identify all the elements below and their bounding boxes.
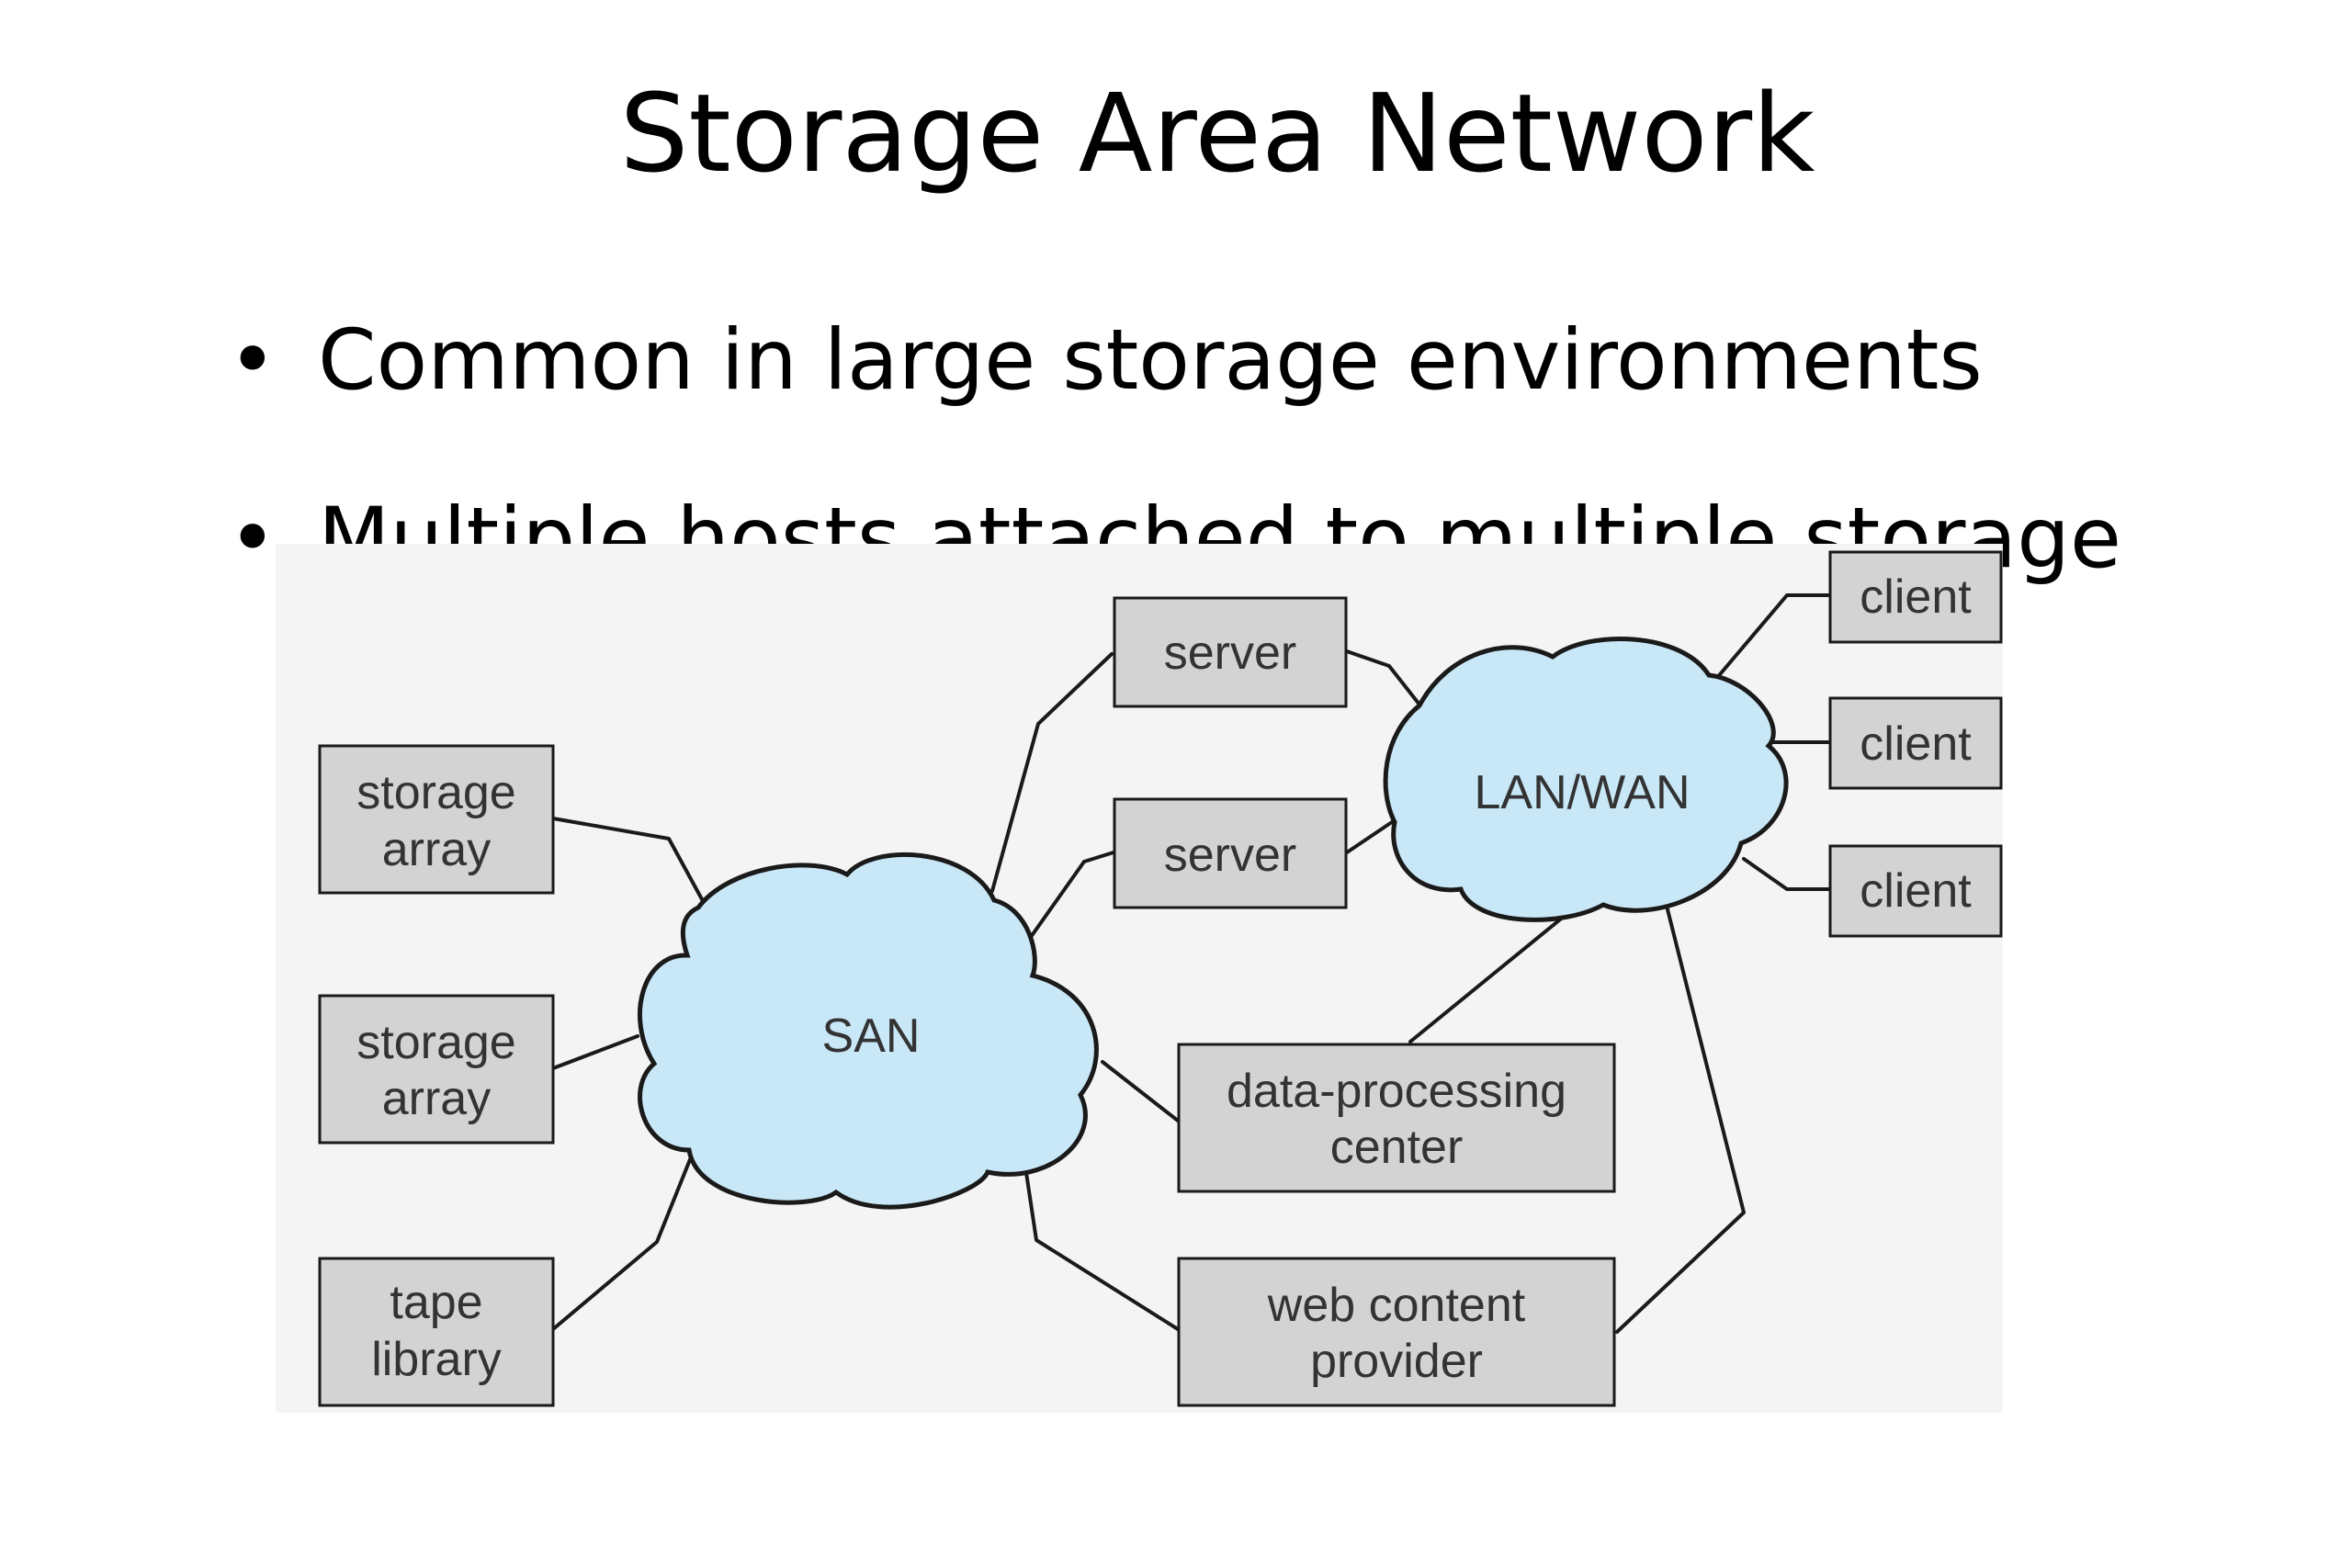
node-label-line: library xyxy=(371,1333,502,1386)
node-label-line: center xyxy=(1330,1121,1464,1174)
node-label: client xyxy=(1860,717,1972,771)
data-processing-center-node: data-processing center xyxy=(1177,1043,1616,1193)
node-label-line: array xyxy=(382,823,491,876)
san-cloud: SAN xyxy=(638,852,1099,1210)
link-server-1-lan xyxy=(1342,649,1421,706)
node-box xyxy=(1113,596,1348,708)
node-label-line: provider xyxy=(1310,1335,1483,1388)
link-san-server-2 xyxy=(1029,851,1115,939)
cloud-label-lan-wan: LAN/WAN xyxy=(1475,766,1690,819)
node-label: server xyxy=(1164,626,1296,680)
node-label-line: storage xyxy=(356,1016,515,1069)
link-server-2-lan xyxy=(1342,820,1394,856)
node-label: server xyxy=(1164,829,1296,882)
lan-wan-cloud: LAN/WAN xyxy=(1383,637,1789,922)
node-box xyxy=(1828,550,2003,644)
storage-array-1-node: storage array xyxy=(318,744,555,895)
node-box xyxy=(318,744,555,895)
node-label-line: array xyxy=(382,1072,491,1125)
web-content-provider-node: web content provider xyxy=(1177,1257,1616,1407)
link-lan-web-content xyxy=(1615,908,1746,1334)
node-label: client xyxy=(1860,570,1972,624)
storage-array-2-node: storage array xyxy=(318,994,555,1145)
server-1-node: server xyxy=(1113,596,1348,708)
link-lan-client-3 xyxy=(1742,857,1830,891)
node-box xyxy=(1177,1257,1616,1407)
bullet-text: Common in large storage environments xyxy=(318,312,1983,409)
node-label-line: storage xyxy=(356,766,515,819)
node-box xyxy=(318,994,555,1145)
node-label: client xyxy=(1860,864,1972,918)
node-label-line: data-processing xyxy=(1227,1065,1566,1118)
link-san-server-1 xyxy=(990,652,1114,893)
link-lan-client-1 xyxy=(1709,593,1830,687)
link-storage-array-1-san xyxy=(551,817,709,911)
cloud-shape xyxy=(1383,637,1789,922)
node-label-line: web content xyxy=(1267,1279,1526,1332)
link-storage-array-2-san xyxy=(551,1034,639,1070)
client-2-node: client xyxy=(1828,696,2003,790)
connection-lines xyxy=(551,593,1830,1334)
node-box xyxy=(318,1257,555,1407)
slide-title: Storage Area Network xyxy=(619,70,1815,197)
node-box xyxy=(1828,696,2003,790)
link-lan-data-processing xyxy=(1408,914,1566,1043)
cloud-shape xyxy=(638,852,1099,1210)
bullet-dot: • xyxy=(228,312,277,409)
node-label-line: tape xyxy=(390,1276,482,1329)
node-box xyxy=(1177,1043,1616,1193)
bullet-dot: • xyxy=(228,491,277,587)
client-3-node: client xyxy=(1828,844,2003,938)
node-box xyxy=(1828,844,2003,938)
server-2-node: server xyxy=(1113,797,1348,909)
tape-library-node: tape library xyxy=(318,1257,555,1407)
link-tape-library-san xyxy=(551,1137,700,1331)
cloud-label-san: SAN xyxy=(822,1010,921,1063)
client-1-node: client xyxy=(1828,550,2003,644)
node-box xyxy=(1113,797,1348,909)
link-san-data-processing xyxy=(1101,1060,1180,1122)
